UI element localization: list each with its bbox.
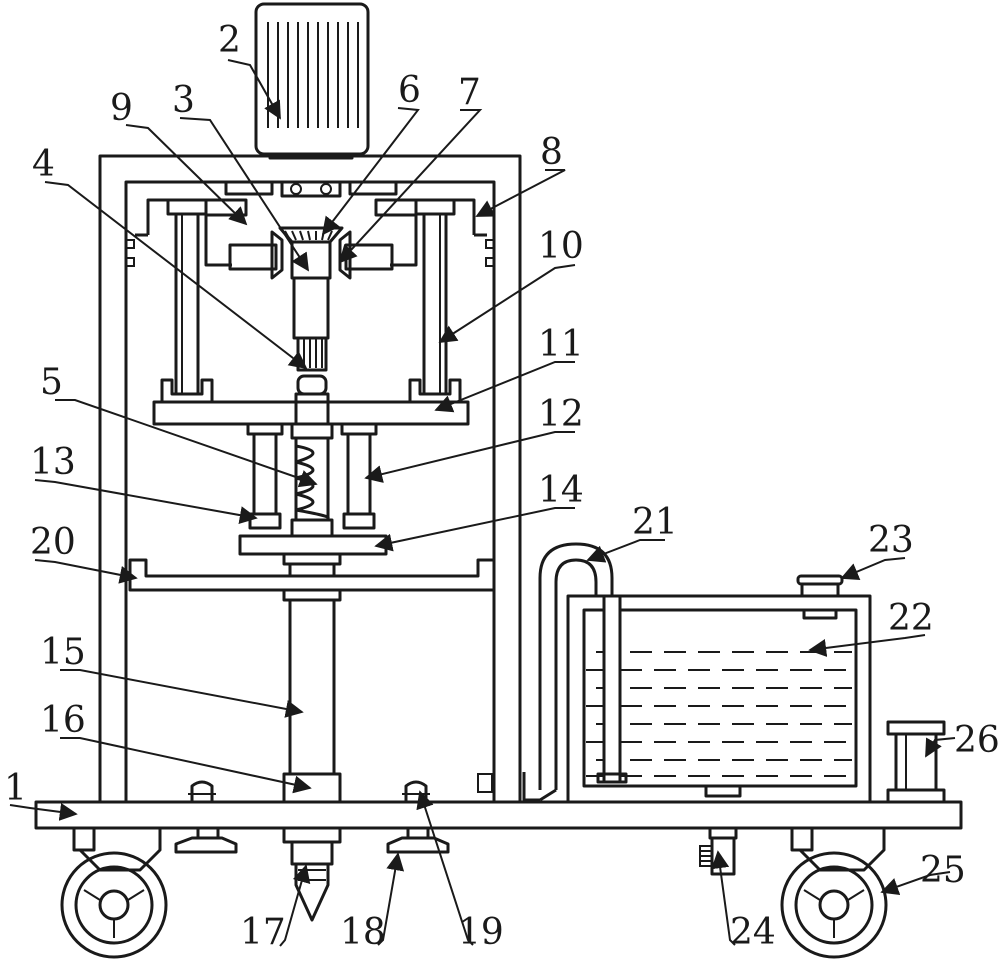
label-10: 10	[538, 226, 584, 267]
label-2: 2	[218, 20, 241, 61]
label-7: 7	[458, 72, 481, 113]
label-1: 1	[4, 768, 27, 809]
label-15: 15	[40, 632, 86, 673]
support-feet	[174, 826, 450, 854]
label-20: 20	[30, 522, 76, 563]
label-24: 24	[730, 912, 776, 953]
drain-valve	[699, 826, 738, 876]
label-4: 4	[32, 144, 55, 185]
drill-rod	[288, 598, 336, 776]
label-26: 26	[954, 720, 1000, 761]
label-16: 16	[40, 700, 86, 741]
label-6: 6	[398, 70, 421, 111]
part-labels: 2 9 3 6 7 4 8 10 11 5 12 13 14 21 20 23 …	[4, 20, 1000, 953]
left-wheel	[60, 828, 168, 959]
label-5: 5	[40, 362, 63, 403]
rod-collar	[282, 772, 342, 804]
main-frame	[98, 154, 522, 804]
gear-assembly	[270, 226, 352, 396]
motor	[254, 2, 370, 160]
drill-bit	[282, 826, 342, 922]
tank-lid	[796, 574, 844, 620]
label-23: 23	[868, 520, 914, 561]
label-12: 12	[538, 394, 584, 435]
label-21: 21	[632, 502, 678, 543]
base-plate	[34, 800, 963, 830]
tray	[128, 558, 496, 592]
label-19: 19	[458, 912, 504, 953]
label-13: 13	[30, 442, 76, 483]
handle-post	[886, 720, 946, 804]
side-cylinders	[160, 198, 462, 402]
label-11: 11	[538, 324, 584, 365]
upper-plate	[152, 400, 470, 426]
top-mount	[125, 180, 495, 271]
pipe	[522, 542, 614, 802]
right-wheel	[780, 828, 888, 959]
water-tank	[566, 594, 872, 804]
label-25: 25	[920, 850, 966, 891]
screw-section	[246, 422, 378, 538]
label-22: 22	[888, 598, 934, 639]
lower-plate	[238, 534, 388, 556]
label-3: 3	[172, 80, 195, 121]
leader-lines	[9, 59, 956, 947]
label-18: 18	[340, 912, 386, 953]
label-17: 17	[240, 912, 286, 953]
label-9: 9	[110, 88, 133, 129]
label-8: 8	[540, 132, 563, 173]
label-14: 14	[538, 470, 584, 511]
